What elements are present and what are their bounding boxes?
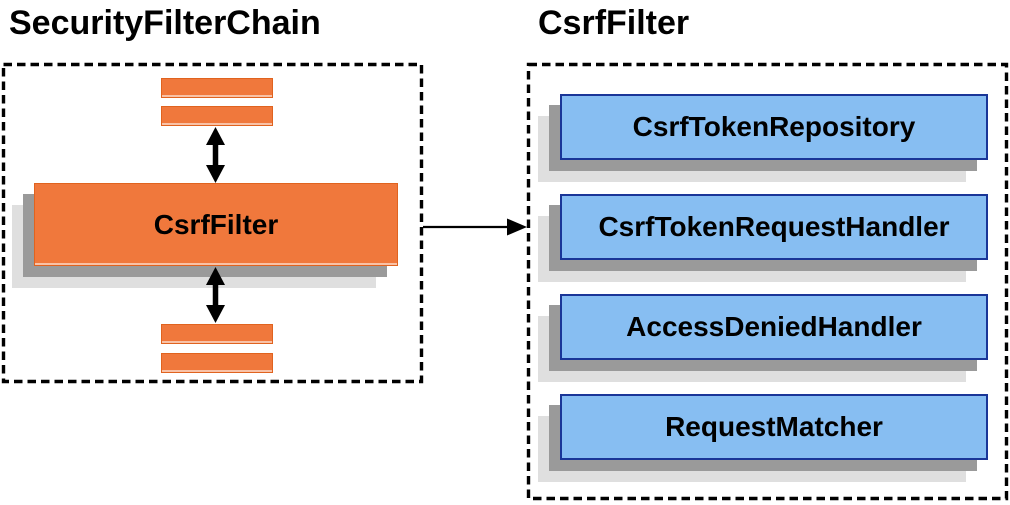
link-arrow-icon: [423, 218, 527, 236]
component-box-csrf-token-repository: CsrfTokenRepository: [560, 94, 988, 160]
component-label: CsrfTokenRepository: [632, 111, 916, 142]
csrf-filter-box-label: CsrfFilter: [153, 208, 279, 240]
csrf-filter-title: CsrfFilter: [538, 4, 690, 42]
bidirectional-arrow-top-icon: [206, 127, 225, 183]
request-bar: [161, 353, 273, 373]
component-label: RequestMatcher: [665, 411, 883, 442]
component-label: CsrfTokenRequestHandler: [598, 211, 950, 242]
component-box-request-matcher: RequestMatcher: [560, 394, 988, 460]
request-bar: [161, 106, 273, 126]
request-bar: [161, 78, 273, 98]
csrf-filter-box: CsrfFilter: [34, 183, 398, 266]
bidirectional-arrow-bottom-icon: [206, 267, 225, 323]
request-bar: [161, 324, 273, 344]
component-box-csrf-token-request-handler: CsrfTokenRequestHandler: [560, 194, 988, 260]
component-label: AccessDeniedHandler: [626, 311, 922, 342]
security-filter-chain-title: SecurityFilterChain: [9, 4, 321, 42]
component-box-access-denied-handler: AccessDeniedHandler: [560, 294, 988, 360]
